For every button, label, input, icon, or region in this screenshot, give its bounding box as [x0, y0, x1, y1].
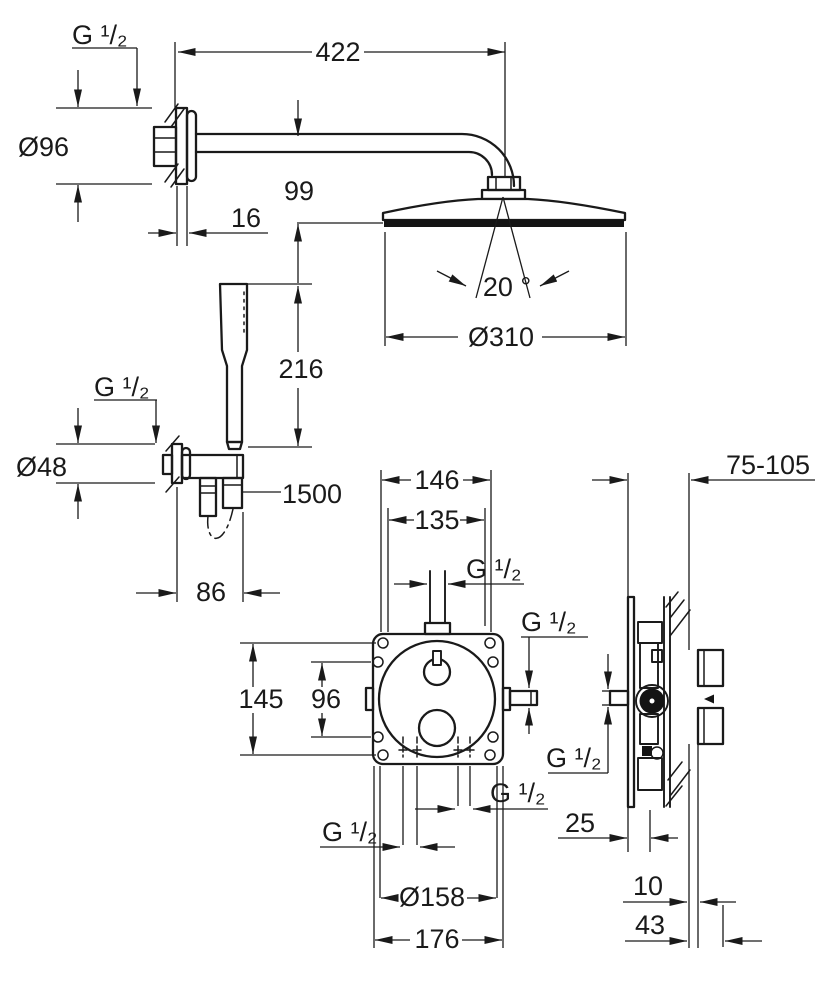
- head-shower-drawing: [152, 103, 627, 227]
- knob-key-slot: [432, 650, 442, 666]
- mixer-front-view-drawing: [364, 570, 539, 766]
- dim-hand-wall-thread: G ¹/₂: [94, 372, 149, 402]
- cover-plate-circle: [377, 639, 497, 759]
- dim-head-wall-thread: G ¹/₂: [72, 20, 127, 50]
- supply-pipe-bottom: [696, 706, 725, 746]
- dim-hand-shower-length: 216: [278, 354, 323, 384]
- head-shower-disc: [381, 197, 627, 222]
- dim-flange-thickness: 16: [231, 203, 261, 233]
- mixer-side-view-drawing: [602, 591, 725, 809]
- dim-holder-diameter: Ø48: [16, 452, 67, 482]
- dim-head-offset: 99: [284, 176, 314, 206]
- shower-arm: [194, 132, 516, 188]
- flow-arrow: [704, 694, 714, 704]
- hose-connector-left: [198, 476, 218, 518]
- dim-side-outlet-thread: G ¹/₂: [521, 607, 576, 637]
- spray-face: [384, 220, 624, 227]
- left-tab: [364, 686, 375, 712]
- dim-outlet-offset: 86: [196, 577, 226, 607]
- dim-installation-depth-range: 75-105: [726, 450, 810, 480]
- dim-bottom-right-thread: G ¹/₂: [490, 778, 545, 808]
- hand-shower-dimensions: G ¹/₂ Ø48 216 1500 86: [16, 283, 342, 607]
- dim-bottom-left-thread: G ¹/₂: [322, 817, 377, 847]
- hose-connector-right: [221, 476, 244, 510]
- dim-box-width: 176: [414, 924, 459, 954]
- mixer-front-view-dimensions: 146 135 G ¹/₂ 145 96 G ¹/₂: [238, 465, 548, 954]
- bottom-outlet-marks: [398, 736, 475, 758]
- shower-hose: [206, 508, 234, 540]
- volume-knob: [417, 708, 457, 748]
- dim-inner-hole-spacing-height: 96: [311, 684, 341, 714]
- dim-wall-plate-offset: 10: [633, 871, 663, 901]
- wall-hatching: [665, 591, 691, 807]
- dim-top-outlet-thread: G ¹/₂: [466, 554, 521, 584]
- holder-wall-flange: [170, 442, 184, 485]
- dim-arm-length: 422: [315, 37, 360, 67]
- dim-cover-plate-diameter: Ø158: [399, 882, 465, 912]
- wall-supply-stub: [152, 125, 178, 168]
- supply-pipe-top: [696, 648, 725, 688]
- hand-shower-handle: [218, 282, 249, 444]
- dim-inner-hole-spacing-width: 135: [414, 505, 459, 535]
- dim-outer-hole-spacing-height: 145: [238, 684, 283, 714]
- dim-connection-depth: 43: [635, 910, 665, 940]
- dim-front-outlet-thread: G ¹/₂: [546, 743, 601, 773]
- screw-holes: [372, 637, 499, 761]
- hand-shower-drawing: [161, 282, 249, 540]
- valve-cartridge: [635, 684, 669, 718]
- dim-flange-diameter: Ø96: [18, 132, 69, 162]
- mixer-side-view-dimensions: 75-105 G ¹/₂ G ¹/₂ 25 10 43: [521, 450, 815, 948]
- dim-outer-hole-spacing-width: 146: [414, 465, 459, 495]
- front-outlet-stub: [608, 689, 630, 707]
- dim-hose-length: 1500: [282, 479, 342, 509]
- dim-front-clearance: 25: [565, 808, 595, 838]
- dim-spray-angle: 20 °: [483, 272, 531, 302]
- arm-nut: [486, 175, 522, 192]
- side-outlet-stub: [508, 689, 539, 707]
- dim-head-diameter: Ø310: [468, 322, 534, 352]
- head-shower-dimensions: G ¹/₂ 422 Ø96 99 16 20 °: [18, 20, 627, 352]
- top-pipe-collar: [423, 621, 452, 636]
